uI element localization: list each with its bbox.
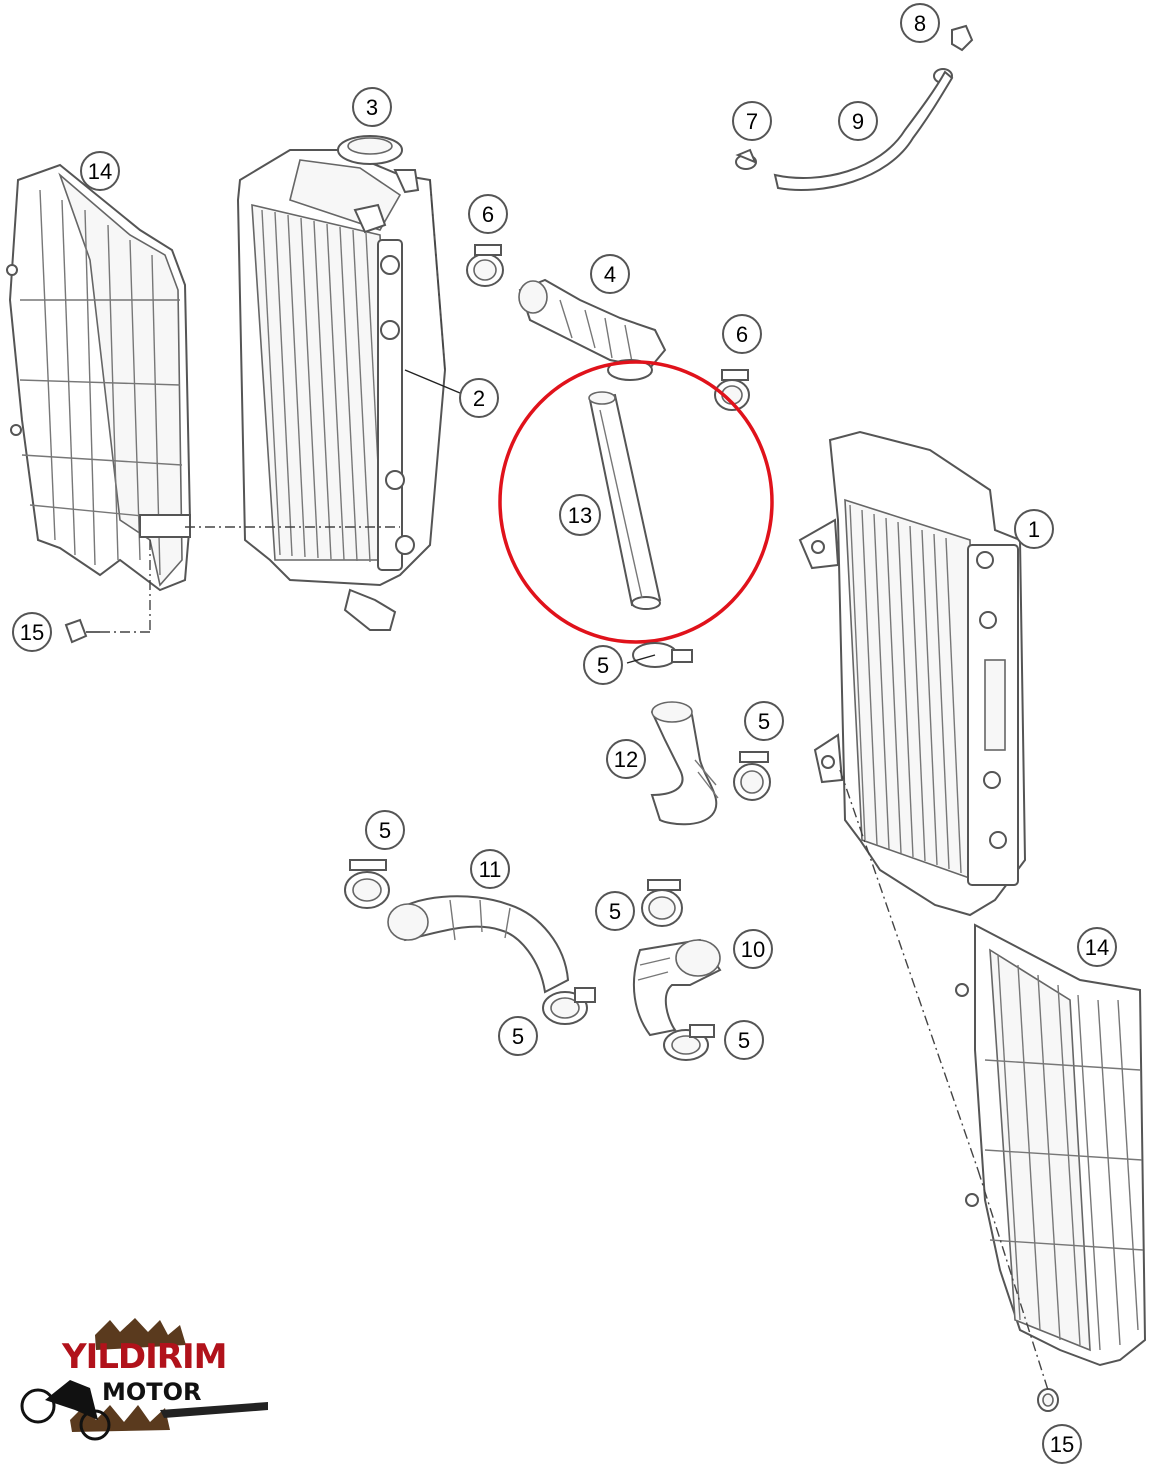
svg-text:1: 1 — [1028, 517, 1040, 542]
svg-text:13: 13 — [568, 503, 592, 528]
callout-15-right: 15 — [1042, 1424, 1082, 1464]
svg-text:6: 6 — [482, 202, 494, 227]
bolt-15-left — [64, 618, 100, 644]
callout-6-right: 6 — [722, 314, 762, 354]
radiator-right — [798, 430, 1027, 917]
callout-5-a: 5 — [583, 645, 623, 685]
radiator-guard-left — [6, 163, 192, 592]
svg-text:4: 4 — [604, 262, 616, 287]
callout-5-e: 5 — [498, 1016, 538, 1056]
callout-9: 9 — [838, 101, 878, 141]
svg-text:7: 7 — [746, 109, 758, 134]
svg-text:10: 10 — [741, 937, 765, 962]
radiator-hose-4 — [518, 278, 667, 381]
callout-4: 4 — [590, 254, 630, 294]
svg-text:6: 6 — [736, 322, 748, 347]
callout-2: 2 — [459, 378, 499, 418]
callout-5-c: 5 — [365, 810, 405, 850]
coolant-pipe-13 — [588, 391, 662, 610]
svg-text:MOTOR: MOTOR — [102, 1378, 202, 1406]
callout-5-b: 5 — [744, 701, 784, 741]
callout-8: 8 — [900, 3, 940, 43]
hose-clamp-5a — [632, 642, 693, 668]
svg-text:5: 5 — [738, 1028, 750, 1053]
callout-5-f: 5 — [724, 1020, 764, 1060]
svg-text:5: 5 — [379, 818, 391, 843]
callout-13: 13 — [559, 494, 601, 536]
radiator-hose-12 — [650, 701, 719, 826]
radiator-left — [236, 149, 447, 631]
svg-text:14: 14 — [1085, 935, 1109, 960]
svg-text:3: 3 — [366, 95, 378, 120]
breather-fitting-8 — [933, 24, 974, 84]
svg-text:YILDIRIM: YILDIRIM — [61, 1337, 226, 1377]
callout-12: 12 — [606, 739, 646, 779]
bolt-15-right — [1037, 1388, 1059, 1412]
hose-clamp-5d — [641, 879, 683, 927]
svg-text:5: 5 — [609, 899, 621, 924]
callout-6-left: 6 — [468, 194, 508, 234]
svg-text:5: 5 — [597, 653, 609, 678]
radiator-hose-11 — [387, 895, 570, 994]
svg-text:8: 8 — [914, 11, 926, 36]
radiator-guard-right — [955, 923, 1147, 1367]
hose-clamp-small-7 — [735, 148, 757, 170]
highlight-ring — [498, 360, 774, 644]
svg-text:11: 11 — [479, 857, 502, 882]
breather-hose-9 — [773, 70, 954, 191]
svg-text:2: 2 — [473, 386, 485, 411]
svg-text:14: 14 — [88, 159, 112, 184]
svg-text:9: 9 — [852, 109, 864, 134]
callout-14-left: 14 — [80, 151, 120, 191]
svg-text:5: 5 — [758, 709, 770, 734]
radiator-hose-10 — [633, 938, 722, 1037]
callout-15-left: 15 — [12, 612, 52, 652]
leader-lines — [404, 369, 656, 664]
hose-clamp-5e — [542, 987, 596, 1025]
yildirim-motor-logo: YILDIRIM MOTOR — [20, 1318, 268, 1441]
radiator-cap — [337, 135, 420, 234]
callout-11: 11 — [470, 849, 510, 889]
callout-10: 10 — [733, 929, 773, 969]
hose-clamp-5c — [344, 859, 390, 909]
svg-text:15: 15 — [1050, 1432, 1074, 1457]
hose-clamp-5b — [733, 751, 771, 801]
hose-clamp-5f — [663, 1024, 715, 1061]
callout-7: 7 — [732, 101, 772, 141]
callout-5-d: 5 — [595, 891, 635, 931]
callout-3: 3 — [352, 87, 392, 127]
callout-14-right: 14 — [1077, 927, 1117, 967]
svg-text:5: 5 — [512, 1024, 524, 1049]
assembly-lines — [100, 179, 1049, 1391]
svg-text:15: 15 — [20, 620, 44, 645]
hose-clamp-upper-left — [466, 244, 504, 287]
svg-text:12: 12 — [614, 747, 638, 772]
callout-1: 1 — [1014, 509, 1054, 549]
